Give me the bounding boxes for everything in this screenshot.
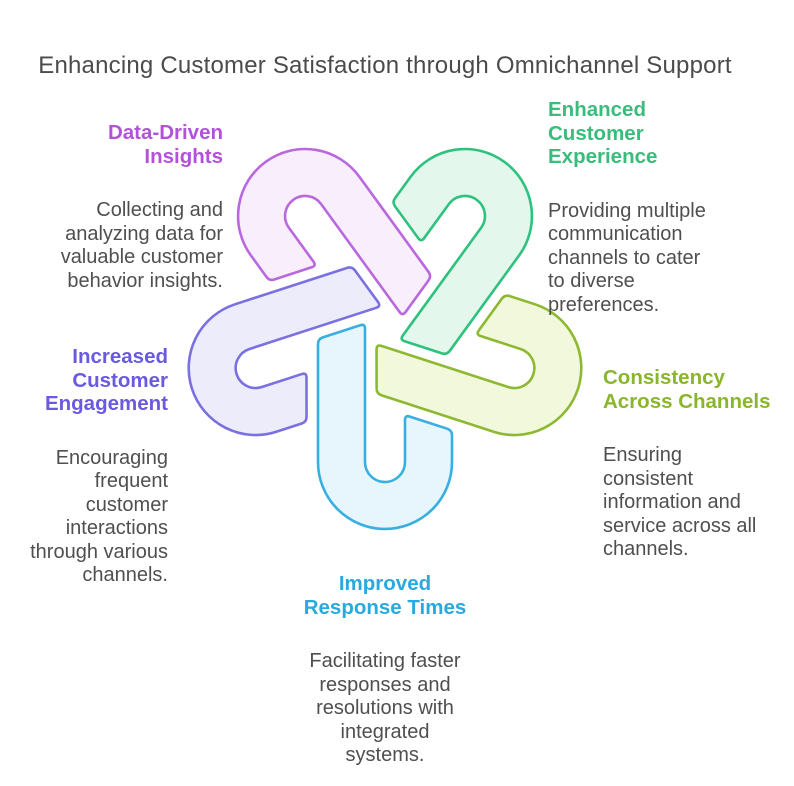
section-body-enhanced-customer-experience: Providing multiple communication channel… [548,199,706,316]
section-improved-response-times: Improved Response Times Facilitating fas… [235,554,535,786]
page-title: Enhancing Customer Satisfaction through … [38,52,732,79]
section-body-increased-customer-engagement: Encouraging frequent customer interactio… [30,446,168,587]
section-increased-customer-engagement: Increased Customer Engagement Encouragin… [30,327,168,606]
knot-arms [169,121,601,531]
section-heading-increased-customer-engagement: Increased Customer Engagement [44,345,168,415]
section-heading-data-driven-insights: Data-Driven Insights [107,121,223,168]
section-consistency-across-channels: Consistency Across Channels Ensuring con… [603,348,770,580]
section-body-improved-response-times: Facilitating faster responses and resolu… [309,650,461,766]
section-body-data-driven-insights: Collecting and analyzing data for valuab… [60,199,223,292]
section-heading-enhanced-customer-experience: Enhanced Customer Experience [548,98,658,168]
section-heading-consistency-across-channels: Consistency Across Channels [603,366,771,413]
section-body-consistency-across-channels: Ensuring consistent information and serv… [603,444,757,560]
section-data-driven-insights: Data-Driven Insights Collecting and anal… [61,103,223,311]
section-enhanced-customer-experience: Enhanced Customer Experience Providing m… [548,80,706,335]
section-heading-improved-response-times: Improved Response Times [303,572,467,619]
